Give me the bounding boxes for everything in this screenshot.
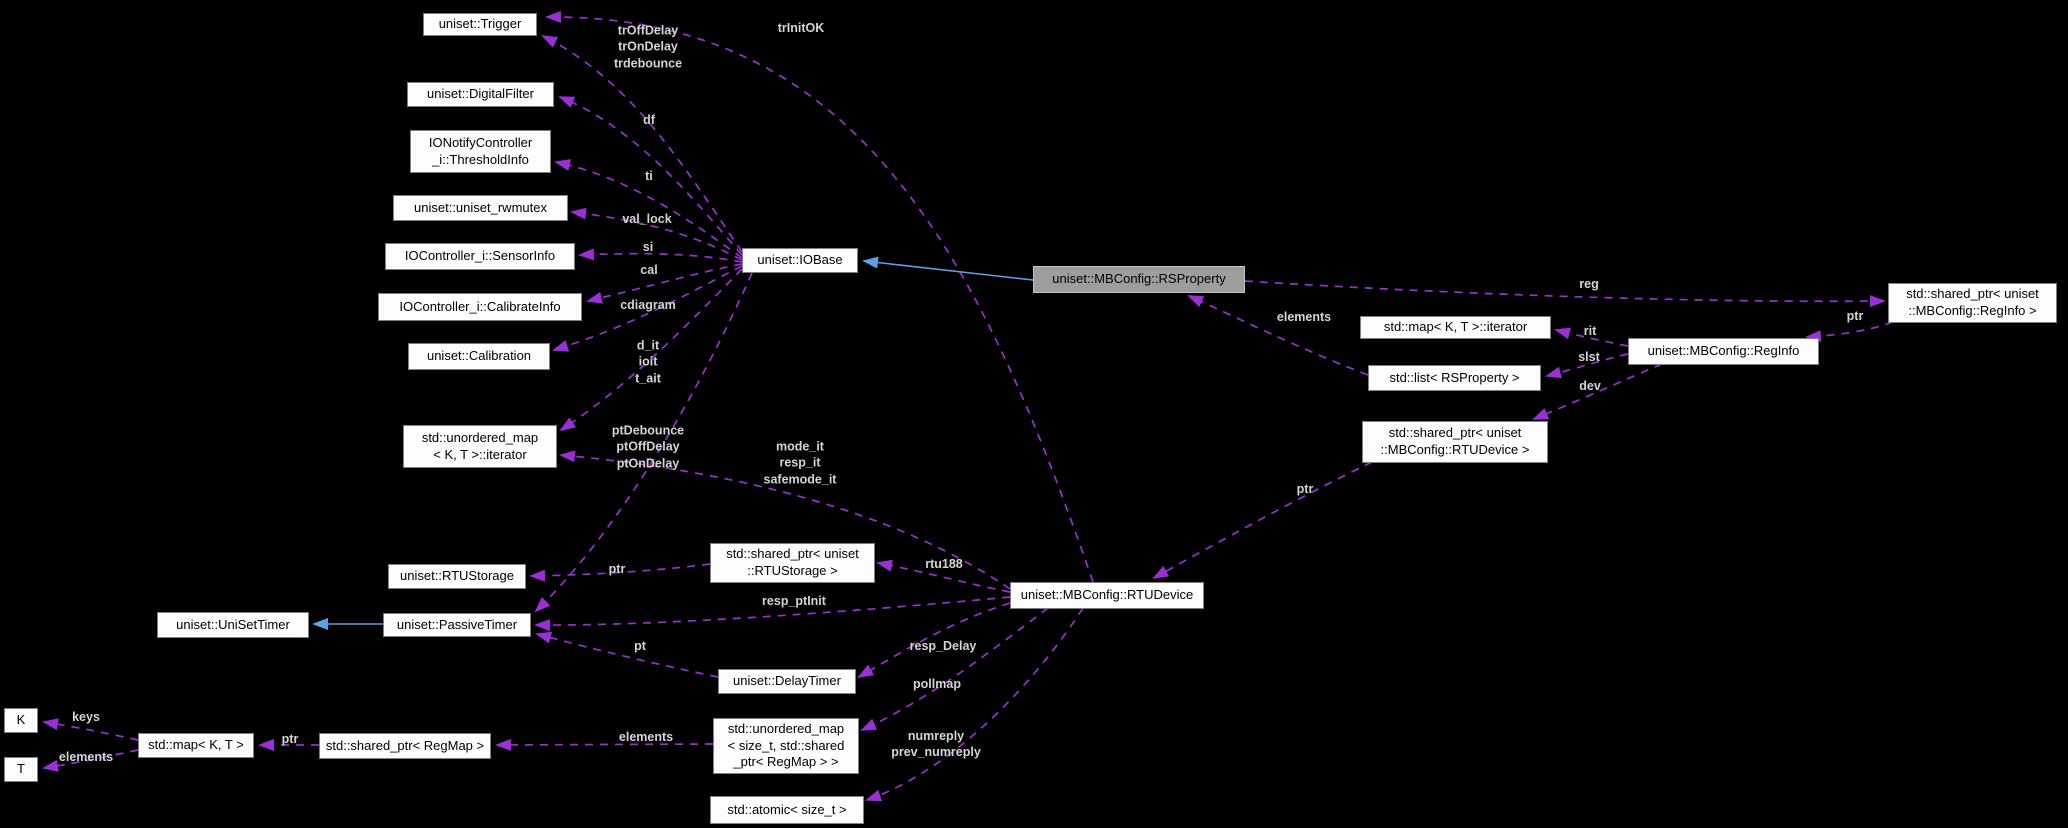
node-sharedptr-rtustorage[interactable]: std::shared_ptr< uniset ::RTUStorage > <box>710 543 875 583</box>
node-list-rsproperty[interactable]: std::list< RSProperty > <box>1368 365 1541 391</box>
edge-trgroup-iobase-trigger <box>541 35 743 253</box>
edge-rit-reginfo-mapiterator <box>1554 327 1629 347</box>
edge-vallock-iobase-rwmutex <box>570 207 743 261</box>
edge-pt-delaytimer-passivetimer <box>535 631 719 678</box>
node-uniset-calibration[interactable]: uniset::Calibration <box>408 343 550 370</box>
node-uniset-delaytimer[interactable]: uniset::DelayTimer <box>718 669 856 694</box>
edge-ptr-sharedrtustorage-rtustorage <box>529 563 711 582</box>
edge-dev-reginfo-sharedrtudevice <box>1532 363 1663 420</box>
node-k[interactable]: K <box>4 708 38 733</box>
node-uniset-digitalfilter[interactable]: uniset::DigitalFilter <box>407 82 554 107</box>
node-uniset-passivetimer[interactable]: uniset::PassiveTimer <box>383 613 531 637</box>
node-uniset-rwmutex[interactable]: uniset::uniset_rwmutex <box>393 195 568 221</box>
node-uniset-trigger[interactable]: uniset::Trigger <box>423 13 537 36</box>
edge-respdelay-rtudevice-delaytimer <box>857 602 1011 679</box>
node-unordered-map-iterator[interactable]: std::unordered_map < K, T >::iterator <box>403 425 557 468</box>
node-sharedptr-regmap[interactable]: std::shared_ptr< RegMap > <box>319 733 491 759</box>
edge-rtu188-rtudevice-sharedrtustorage <box>876 559 1011 593</box>
node-map-iterator[interactable]: std::map< K, T >::iterator <box>1360 316 1551 339</box>
edge-dit-iobase-iterator <box>559 268 743 432</box>
node-mbconfig-reginfo[interactable]: uniset::MBConfig::RegInfo <box>1628 338 1819 365</box>
edge-elements-unorderedmap-sharedregmap <box>495 738 714 751</box>
node-sharedptr-reginfo[interactable]: std::shared_ptr< uniset ::MBConfig::RegI… <box>1888 283 2057 323</box>
node-ionotifycontroller-thresholdinfo[interactable]: IONotifyController _i::ThresholdInfo <box>410 130 551 173</box>
edge-df-iobase-digitalfilter <box>558 96 743 256</box>
edge-respptinit-rtudevice-passivetimer <box>534 596 1011 632</box>
edge-keys-map-k <box>42 718 139 741</box>
edge-ti-iobase-thresholdinfo <box>554 159 743 259</box>
edge-elements-list-rsproperty <box>1187 295 1369 376</box>
edge-modegroup-rtudevice-iterator <box>559 450 1011 590</box>
edge-inherit-rsproperty-iobase <box>862 256 1034 281</box>
node-uniset-iobase[interactable]: uniset::IOBase <box>742 248 858 273</box>
edge-elements-map-t <box>42 749 139 772</box>
node-t[interactable]: T <box>4 757 38 782</box>
edge-trinitok-rtudevice-trigger <box>545 10 1094 583</box>
edge-si-iobase-sensorinfo <box>578 248 743 263</box>
node-atomic-sizet[interactable]: std::atomic< size_t > <box>710 796 864 824</box>
edge-reg-rsproperty-sharedreginfo <box>1244 280 1886 308</box>
edge-slst-reginfo-list <box>1545 353 1629 379</box>
node-uniset-unisettimer[interactable]: uniset::UniSetTimer <box>157 612 309 638</box>
edge-cdiagram-iobase-calibration <box>552 265 743 352</box>
node-mbconfig-rtudevice[interactable]: uniset::MBConfig::RTUDevice <box>1010 582 1204 609</box>
node-iocontroller-sensorinfo[interactable]: IOController_i::SensorInfo <box>385 243 575 270</box>
node-mbconfig-rsproperty[interactable]: uniset::MBConfig::RSProperty <box>1033 266 1245 293</box>
node-map-kt[interactable]: std::map< K, T > <box>138 733 254 758</box>
node-uniset-rtustorage[interactable]: uniset::RTUStorage <box>388 564 526 589</box>
edge-numreply-rtudevice-atomic <box>865 607 1084 802</box>
node-sharedptr-rtudevice[interactable]: std::shared_ptr< uniset ::MBConfig::RTUD… <box>1362 421 1548 463</box>
node-iocontroller-calibrateinfo[interactable]: IOController_i::CalibrateInfo <box>378 293 582 321</box>
edge-ptr-sharedreginfo-reginfo <box>1805 321 1894 343</box>
edge-pollmap-rtudevice-unorderedmap <box>860 607 1049 731</box>
edge-ptr-sharedrtudevice-rtudevice <box>1152 461 1373 579</box>
edge-cal-iobase-calibrateinfo <box>586 263 743 304</box>
node-unordered-map-sizet[interactable]: std::unordered_map < size_t, std::shared… <box>713 718 859 774</box>
